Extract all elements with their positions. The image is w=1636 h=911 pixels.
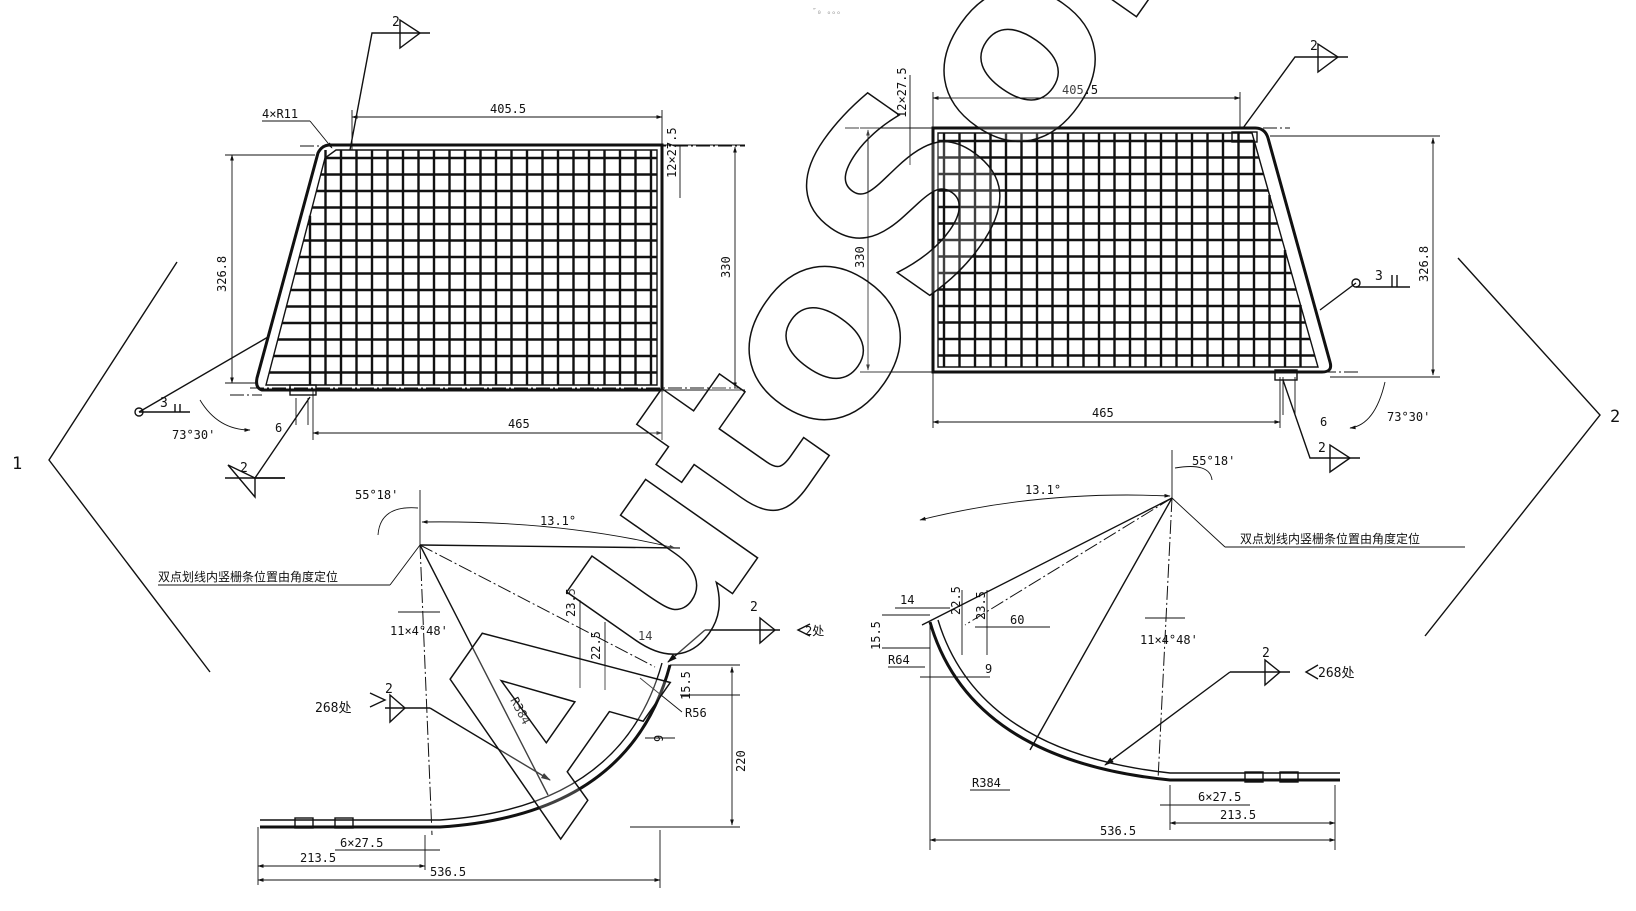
left-panel-grid	[269, 150, 657, 385]
lb-d-14: 14	[638, 629, 652, 643]
right-weld-bottom-num: 2	[1318, 441, 1326, 456]
view-marker-right: 2	[1424, 257, 1620, 637]
left-weld-bottom-num: 2	[240, 461, 248, 476]
lb-angle-a: 55°18'	[355, 488, 398, 502]
watermark: AutoSoft	[369, 0, 1294, 875]
right-weld-side-num: 3	[1375, 269, 1383, 284]
lb-weld-right-num: 2	[750, 600, 758, 615]
left-weld-side-num: 3	[160, 396, 168, 411]
rb-d-235: 23.5	[974, 591, 988, 620]
right-offset: 6	[1320, 415, 1327, 429]
right-angle: 73°30'	[1387, 410, 1430, 424]
lb-profile	[260, 664, 672, 829]
left-height-left: 326.8	[215, 256, 229, 292]
right-panel-grid	[938, 133, 1315, 367]
rb-slot: 6×27.5	[1198, 790, 1241, 804]
lb-weld-right: 2 2处	[667, 600, 824, 663]
rb-d-155: 15.5	[869, 621, 883, 650]
left-weld-symbol-top: 2	[349, 15, 430, 151]
left-top-panel: 405.5 4×R11 12×27.5 326.8 330 465 73°30'…	[134, 15, 745, 499]
lb-weld-right: 2处	[805, 624, 824, 638]
rb-d-14: 14	[900, 593, 914, 607]
left-weld-symbol-side: 3	[134, 336, 269, 417]
right-weld-symbol-top: 2	[1242, 39, 1348, 129]
right-weld-top-num: 2	[1310, 39, 1318, 54]
lb-r-small: R56	[685, 706, 707, 720]
right-weld-symbol-bottom: 2	[1282, 379, 1360, 474]
view-marker-right-label: 2	[1610, 407, 1620, 427]
left-weld-top-num: 2	[392, 15, 400, 30]
watermark-text: AutoSoft	[370, 0, 1294, 874]
left-height-right: 330	[719, 256, 733, 278]
left-panel-frame	[255, 143, 664, 392]
rb-weld-num: 2	[1262, 646, 1270, 661]
left-width-bottom: 465	[508, 417, 530, 431]
left-offset: 6	[275, 421, 282, 435]
lb-weld-count: 268处	[315, 701, 351, 716]
view-marker-left: 1	[12, 261, 211, 673]
left-bottom-view: 13.1° 55°18' 双点划线内竖栅条位置由角度定位 11×4°48' 26…	[158, 488, 824, 888]
right-width-bottom: 465	[1092, 406, 1114, 420]
rb-weld-count: 268处	[1318, 666, 1354, 681]
right-weld-symbol-side: 3	[1319, 269, 1410, 311]
lb-note: 双点划线内竖栅条位置由角度定位	[158, 569, 338, 584]
rb-note: 双点划线内竖栅条位置由角度定位	[1240, 531, 1420, 546]
lb-d-225: 22.5	[589, 631, 603, 660]
right-bottom-view: 13.1° 55°18' 双点划线内竖栅条位置由角度定位 11×4°48' 26…	[869, 450, 1465, 850]
left-weld-symbol-bottom: 2	[225, 396, 311, 499]
right-slot-label: 12×27.5	[895, 67, 909, 118]
lb-weld-num: 2	[385, 682, 393, 697]
right-dim-top: 405.5	[1062, 83, 1098, 97]
rb-pattern: 11×4°48'	[1140, 633, 1198, 647]
rb-r-small: R64	[888, 653, 910, 667]
rb-profile	[928, 621, 1340, 782]
rb-angle-a: 55°18'	[1192, 454, 1235, 468]
lb-pattern: 11×4°48'	[390, 624, 448, 638]
lb-d-235: 23.5	[564, 588, 578, 617]
rb-angle-b: 13.1°	[1025, 483, 1061, 497]
rb-d-5365: 536.5	[1100, 824, 1136, 838]
left-slot-label: 12×27.5	[665, 127, 679, 178]
right-top-panel: 405.5 12×27.5 330 326.8 465 73°30' 6 2	[845, 39, 1440, 474]
rb-d-2135: 213.5	[1220, 808, 1256, 822]
lb-d-220: 220	[734, 750, 748, 772]
lb-angle-b: 13.1°	[540, 514, 576, 528]
lb-d-5365: 536.5	[430, 865, 466, 879]
left-dim-top: 405.5	[490, 102, 526, 116]
rb-d-60: 60	[1010, 613, 1024, 627]
view-marker-left-label: 1	[12, 454, 22, 474]
right-height-right: 326.8	[1417, 246, 1431, 282]
lb-d-2135: 213.5	[300, 851, 336, 865]
rb-d-225: 22.5	[949, 586, 963, 615]
rb-weld-268: 268处 2	[1104, 646, 1354, 766]
lb-slot: 6×27.5	[340, 836, 383, 850]
lb-d-155: 15.5	[679, 671, 693, 700]
left-fillet-label: 4×R11	[262, 107, 298, 121]
rb-r-big: R384	[972, 776, 1001, 790]
rb-d-9: 9	[985, 662, 992, 676]
lb-weld-268: 268处 2	[315, 682, 551, 781]
left-angle: 73°30'	[172, 428, 215, 442]
header-mark: ″₀ ₒₒₒ	[812, 7, 841, 16]
right-height-left: 330	[853, 246, 867, 268]
